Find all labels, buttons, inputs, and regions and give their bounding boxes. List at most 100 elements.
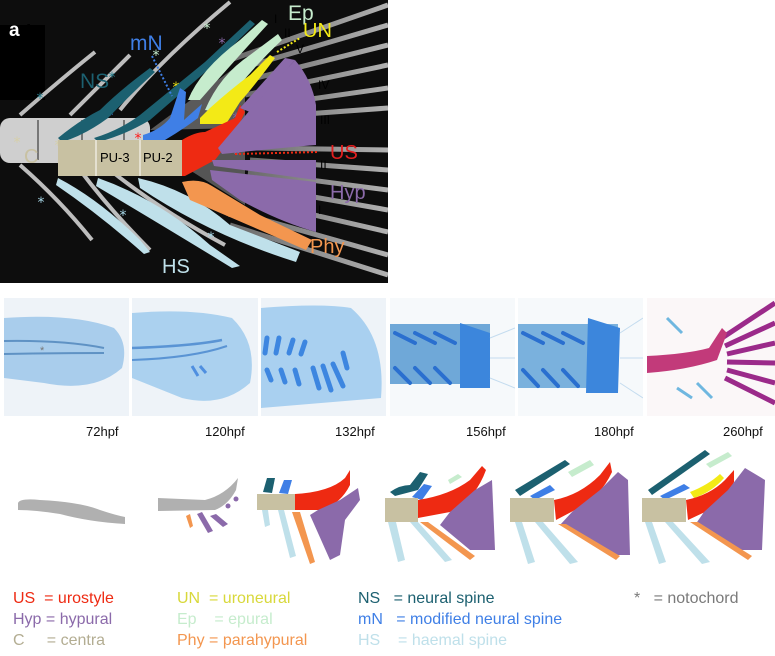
asterisk-neural-spine-2: * [109,70,116,86]
parahypural-156 [420,522,475,560]
epural-1 [188,20,268,100]
photo-156hpf [390,298,515,416]
label-Hyp: Hyp [330,182,366,204]
legend-term: hypural [59,611,113,628]
centra-260 [642,498,686,522]
label-Ep: Ep [288,2,314,25]
modified-neural-spine [143,88,202,140]
photo-72hpf: * [4,298,129,416]
photo-120hpf [132,298,258,416]
parahypural [182,180,312,250]
hypurals-132 [310,488,360,560]
hypural-5 [240,58,295,112]
haemal-260 [645,522,710,564]
roman-hyp-III: III [320,113,331,127]
roman-hyp-IV: IV [318,78,330,92]
parahypural-120 [186,514,193,528]
legend-abbr: mN [358,611,383,628]
panel-label-b: b [26,22,38,43]
legend-term: epural [228,611,273,628]
stage-label-156hpf: 156hpf [466,424,506,439]
label-PU3: PU-3 [100,150,130,165]
label-NS: NS [80,70,110,93]
hypurals-156 [440,480,495,550]
label-PU2: PU-2 [143,150,173,165]
centrum-1 [58,140,96,176]
asterisk-neural-spine-1: * [37,91,44,107]
epural-156 [448,474,462,484]
neural-spine-132 [263,478,275,493]
notochord-120 [158,478,238,511]
legend-sep: = [35,590,58,607]
hypural-2 [212,160,316,180]
schematic-132hpf [257,470,360,564]
panel-label-a: a [9,20,20,41]
schematic-156hpf [385,466,495,562]
legend-term: parahypural [222,632,308,649]
legend-term: notochord [667,590,739,607]
epural-180 [568,460,594,477]
legend-item-Phy: Phy = parahypural [177,630,307,652]
uroneural-260 [690,474,724,498]
legend-sep: = [196,611,229,628]
schematic-180hpf [510,460,630,564]
roman-ep-II: II [284,26,291,40]
asterisk-hypural-2: * [234,147,241,163]
legend-abbr: UN [177,590,201,607]
photo-132hpf [261,298,386,416]
legend-item-US: US = urostyle [13,588,114,610]
UN-leader [276,37,301,53]
centra-132 [257,494,295,510]
legend-term: modified neural spine [410,611,563,628]
hypural-1 [210,170,316,232]
legend-abbr: NS [358,590,381,607]
neural-spine-260 [648,450,710,495]
legend-sep: = [200,590,223,607]
legend-sep: = [640,590,668,607]
mN-156 [412,484,432,500]
schematic-120hpf [158,478,239,533]
centra-180 [510,498,554,522]
photo-180hpf [518,298,643,416]
legend-sep: = [380,590,408,607]
hypural-120a [197,512,213,533]
label-UN: UN [303,20,332,42]
label-Phy: Phy [310,236,345,258]
roman-hyp-II: II [320,158,327,172]
larval-tail-156hpf [390,323,515,389]
label-US: US [330,142,358,164]
asterisk-haemal-spine-3: * [208,230,215,246]
legend-abbr: US [13,590,36,607]
parahypural-132 [292,512,315,564]
stage-label-260hpf: 260hpf [723,424,763,439]
legend-abbr: Hyp [13,611,42,628]
mN-132 [279,480,292,494]
urostyle-132 [295,470,350,510]
label-HS: HS [162,256,190,278]
asterisk-modified-neural-spine: * [107,108,114,124]
neural-spine-156 [390,472,428,496]
legend-term: centra [60,632,106,649]
mN-180 [530,485,555,500]
US-leader [234,151,319,155]
schematic-72hpf [18,499,125,524]
hypural-120b [210,514,228,527]
legend-item-notochord: * = notochord [634,588,739,610]
parahypural-260 [690,522,752,560]
asterisk-urostyle: * [135,131,142,147]
svg-text:*: * [40,345,45,357]
panel-b-schematic: b NS mN Ep UN US Hyp Phy HS C PU-3 PU-2 … [0,2,377,573]
mN-260 [660,484,690,500]
roman-hyp-V: V [296,42,305,56]
haemal-spine-3 [138,178,300,262]
caudal-skeleton-diagram [56,20,319,268]
urostyle-260 [686,470,734,520]
parahypural-180 [558,524,620,560]
asterisk-parahypural: * [226,209,233,225]
legend-term: urostyle [57,590,114,607]
roman-hyp-I: I [318,203,322,217]
centra-156 [385,498,418,522]
label-mN: mN [130,32,163,55]
larval-tail-180hpf [518,317,643,399]
legend-abbr: Phy [177,632,205,649]
